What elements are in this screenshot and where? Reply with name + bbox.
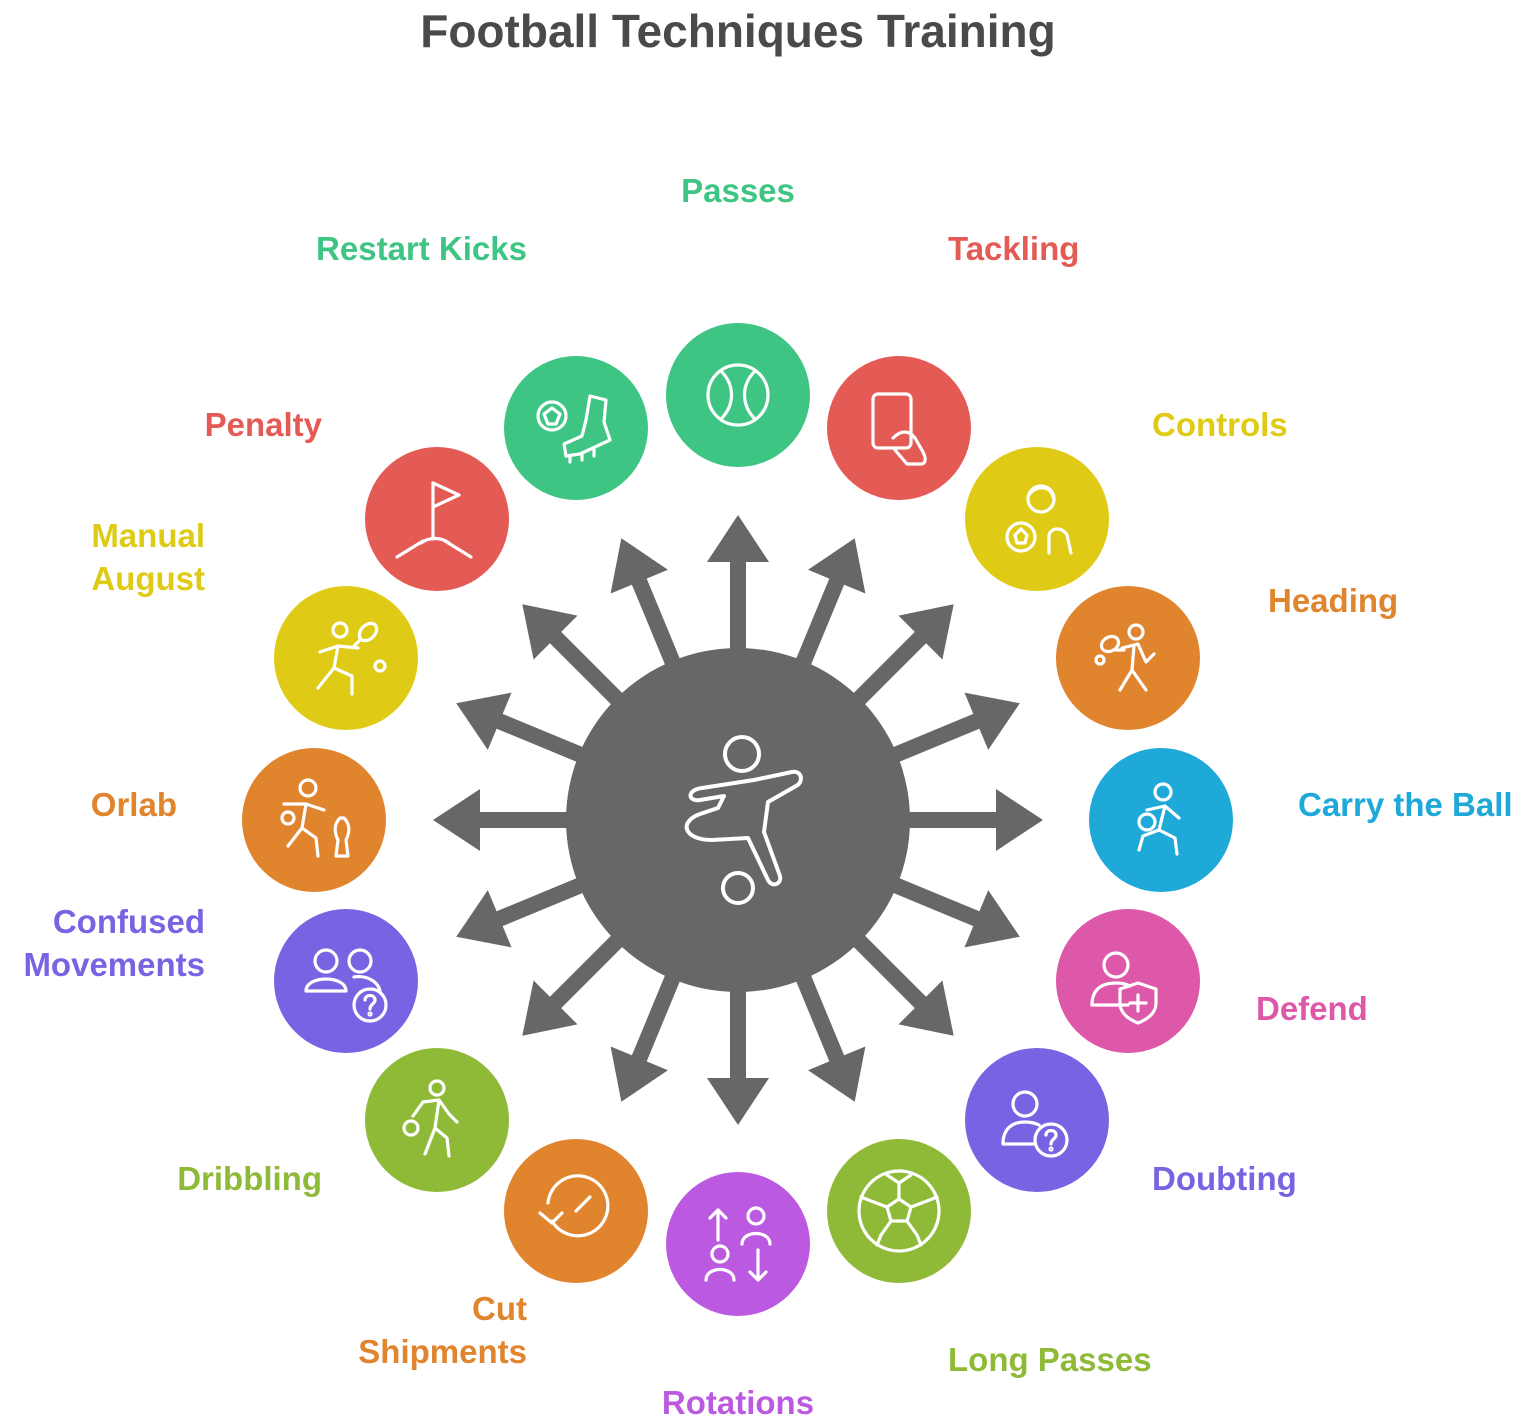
node-rotations xyxy=(666,1172,810,1316)
node-circle-orlab xyxy=(242,748,386,892)
tennis-player-icon xyxy=(1094,623,1156,692)
label-defend: Defend xyxy=(1256,990,1368,1027)
label-line: Shipments xyxy=(358,1333,527,1370)
diagram-title: Football Techniques Training xyxy=(420,5,1056,57)
label-tackling: Tackling xyxy=(948,230,1079,267)
center-node xyxy=(566,648,910,992)
label-line: Restart Kicks xyxy=(316,230,527,267)
arrow-carry-the-ball xyxy=(868,789,1043,851)
label-dribbling: Dribbling xyxy=(177,1160,322,1197)
node-circle-rotations xyxy=(666,1172,810,1316)
label-orlab: Orlab xyxy=(91,786,177,823)
label-line: Dribbling xyxy=(177,1160,322,1197)
node-doubting xyxy=(965,1048,1109,1192)
dribbling-player-icon xyxy=(402,1079,459,1158)
label-line: Controls xyxy=(1152,406,1288,443)
label-long-passes: Long Passes xyxy=(948,1341,1152,1378)
node-confused-movements xyxy=(274,909,418,1053)
label-penalty: Penalty xyxy=(205,406,323,443)
node-restart-kicks xyxy=(504,356,648,500)
node-circle-controls xyxy=(965,447,1109,591)
node-circle-heading xyxy=(1056,586,1200,730)
label-line: Long Passes xyxy=(948,1341,1152,1378)
label-line: Cut xyxy=(472,1290,527,1327)
node-circle-manual-august xyxy=(274,586,418,730)
coach-ball-icon xyxy=(1005,484,1073,555)
node-tackling xyxy=(827,356,971,500)
node-passes xyxy=(666,323,810,467)
bowling-player-icon xyxy=(280,778,351,858)
node-circle-confused-movements xyxy=(274,909,418,1053)
label-line: Rotations xyxy=(662,1384,814,1421)
label-line: Movements xyxy=(23,946,205,983)
label-carry-the-ball: Carry the Ball xyxy=(1298,786,1513,823)
rotate-icon xyxy=(538,1174,610,1238)
ball-boot-icon xyxy=(536,394,612,464)
node-heading xyxy=(1056,586,1200,730)
football-player-kicking-icon xyxy=(684,735,803,905)
hand-card-icon xyxy=(871,392,927,466)
node-dribbling xyxy=(365,1048,509,1192)
soccer-ball-icon xyxy=(857,1169,941,1253)
node-circle-defend xyxy=(1056,909,1200,1053)
arrow-rotations xyxy=(707,950,769,1125)
label-doubting: Doubting xyxy=(1152,1160,1297,1197)
node-penalty xyxy=(365,447,509,591)
label-line: Tackling xyxy=(948,230,1079,267)
node-circle-passes xyxy=(666,323,810,467)
node-long-passes xyxy=(827,1139,971,1283)
running-player-icon xyxy=(1137,782,1181,856)
label-rotations: Rotations xyxy=(662,1384,814,1421)
nodes-layer xyxy=(242,323,1233,1316)
label-line: Confused xyxy=(53,903,205,940)
label-controls: Controls xyxy=(1152,406,1288,443)
node-manual-august xyxy=(274,586,418,730)
swap-people-icon xyxy=(704,1206,772,1282)
label-line: Carry the Ball xyxy=(1298,786,1513,823)
arrow-passes xyxy=(707,515,769,690)
person-question-icon xyxy=(1001,1090,1069,1158)
node-orlab xyxy=(242,748,386,892)
node-carry-the-ball xyxy=(1089,748,1233,892)
label-restart-kicks: Restart Kicks xyxy=(316,230,527,267)
label-line: Orlab xyxy=(91,786,177,823)
node-circle-doubting xyxy=(965,1048,1109,1192)
label-line: Defend xyxy=(1256,990,1368,1027)
label-line: August xyxy=(91,560,205,597)
node-circle-long-passes xyxy=(827,1139,971,1283)
node-cut-shipments xyxy=(504,1139,648,1283)
racket-player-icon xyxy=(316,621,387,696)
label-line: Heading xyxy=(1268,582,1398,619)
arrow-orlab xyxy=(433,789,608,851)
label-line: Penalty xyxy=(205,406,323,443)
person-shield-icon xyxy=(1090,951,1158,1025)
label-passes: Passes xyxy=(681,172,795,209)
label-line: Manual xyxy=(91,517,205,554)
label-line: Doubting xyxy=(1152,1160,1297,1197)
node-controls xyxy=(965,447,1109,591)
center-circle xyxy=(566,648,910,992)
node-circle-tackling xyxy=(827,356,971,500)
node-circle-penalty xyxy=(365,447,509,591)
node-defend xyxy=(1056,909,1200,1053)
label-line: Passes xyxy=(681,172,795,209)
ball-icon xyxy=(706,363,770,427)
corner-flag-icon xyxy=(395,481,473,559)
group-question-icon xyxy=(304,948,388,1023)
node-circle-restart-kicks xyxy=(504,356,648,500)
label-heading: Heading xyxy=(1268,582,1398,619)
